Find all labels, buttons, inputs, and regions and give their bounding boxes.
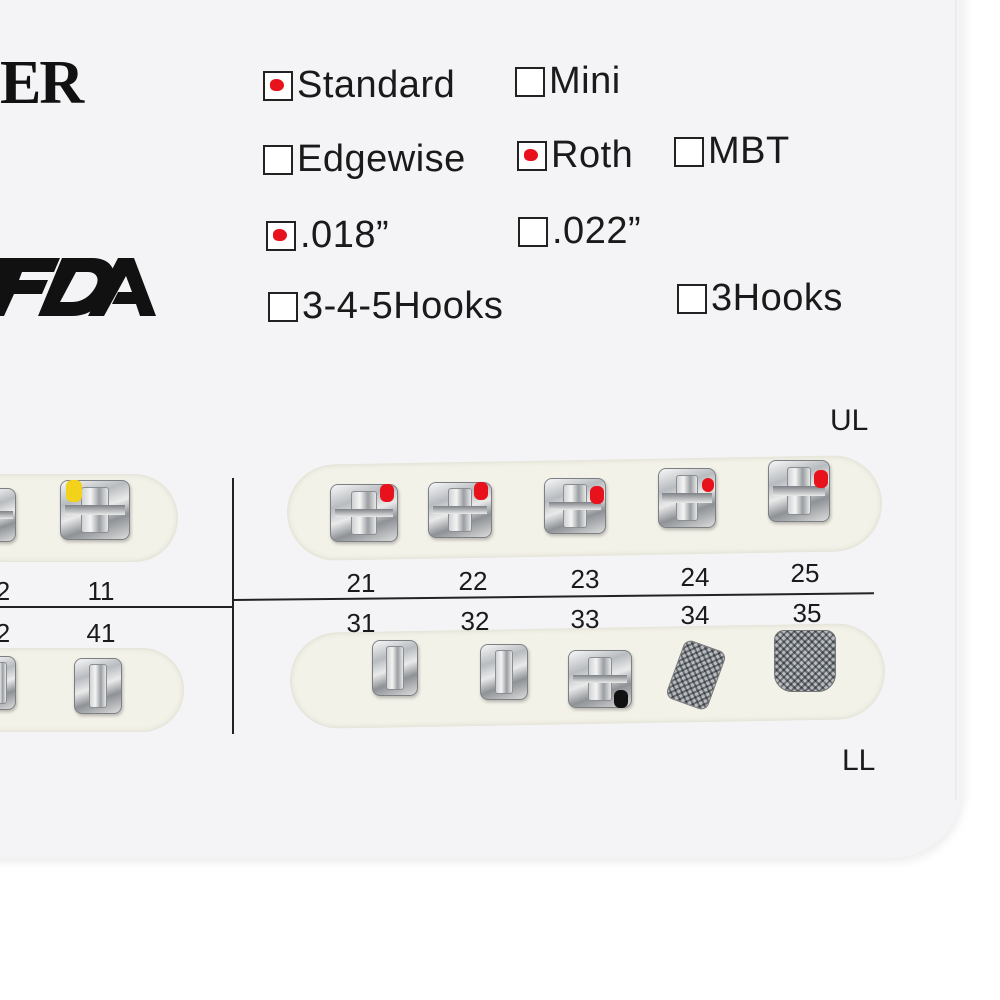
tooth-number-34: 34: [680, 600, 710, 630]
option-018-label: .018”: [300, 214, 390, 256]
bracket-11: [60, 480, 130, 540]
option-mini[interactable]: Mini: [515, 60, 621, 103]
tooth-number-12: 2: [0, 576, 11, 606]
fda-logo-icon: [0, 258, 156, 316]
option-022[interactable]: .022”: [518, 210, 641, 253]
bracket-23: [544, 478, 606, 534]
tooth-number-24: 24: [680, 562, 710, 592]
red-marker: [474, 482, 488, 500]
option-018[interactable]: .018”: [266, 214, 389, 257]
mesh-pad-35: [774, 630, 836, 692]
tooth-number-33: 33: [570, 604, 600, 634]
checkbox-3-hooks[interactable]: [677, 283, 707, 314]
bracket-12: [0, 488, 16, 542]
option-022-label: .022”: [552, 210, 642, 252]
quadrant-divider-left: [0, 606, 232, 608]
black-marker: [614, 690, 628, 708]
option-345-hooks-label: 3-4-5Hooks: [302, 285, 504, 327]
red-marker: [702, 478, 714, 492]
checkbox-mbt[interactable]: [674, 136, 704, 167]
bracket-42: [0, 656, 16, 710]
tooth-number-35: 35: [792, 598, 822, 628]
red-marker: [380, 484, 394, 502]
lower-arch-label: LL: [842, 744, 876, 777]
bracket-24: [658, 468, 716, 528]
red-marker: [814, 470, 828, 488]
checkbox-roth[interactable]: [517, 140, 547, 171]
option-roth-label: Roth: [551, 134, 634, 176]
option-mini-label: Mini: [549, 60, 621, 102]
tooth-number-25: 25: [790, 558, 820, 588]
tooth-number-31: 31: [346, 608, 376, 638]
tooth-number-22: 22: [458, 566, 488, 596]
option-standard[interactable]: Standard: [263, 64, 455, 107]
option-edgewise-label: Edgewise: [297, 138, 466, 180]
red-marker: [590, 486, 604, 504]
upper-arch-label: UL: [830, 404, 869, 437]
tooth-number-42: 2: [0, 618, 11, 648]
option-345-hooks[interactable]: 3-4-5Hooks: [268, 285, 503, 328]
tooth-number-32: 32: [460, 606, 490, 636]
option-mbt-label: MBT: [708, 130, 790, 172]
bracket-31: [372, 640, 418, 696]
option-roth[interactable]: Roth: [517, 134, 633, 177]
checkbox-mini[interactable]: [515, 66, 545, 97]
checkbox-standard[interactable]: [263, 70, 293, 101]
tooth-number-21: 21: [346, 568, 376, 598]
option-standard-label: Standard: [297, 64, 456, 106]
tooth-number-11: 11: [87, 576, 115, 606]
bracket-41: [74, 658, 122, 714]
card-edge: [955, 0, 958, 800]
option-edgewise[interactable]: Edgewise: [263, 138, 466, 181]
checkbox-345-hooks[interactable]: [268, 291, 298, 322]
checkbox-edgewise[interactable]: [263, 144, 293, 175]
option-3-hooks[interactable]: 3Hooks: [677, 277, 843, 320]
tooth-number-41: 41: [86, 618, 116, 648]
brand-logo-text: ER: [0, 49, 84, 117]
tooth-number-23: 23: [570, 564, 600, 594]
checkbox-018[interactable]: [266, 220, 296, 251]
option-3-hooks-label: 3Hooks: [711, 277, 843, 319]
quadrant-divider-vertical: [232, 478, 234, 734]
yellow-marker: [66, 480, 82, 502]
bracket-32: [480, 644, 528, 700]
option-mbt[interactable]: MBT: [674, 130, 790, 173]
checkbox-022[interactable]: [518, 216, 548, 247]
